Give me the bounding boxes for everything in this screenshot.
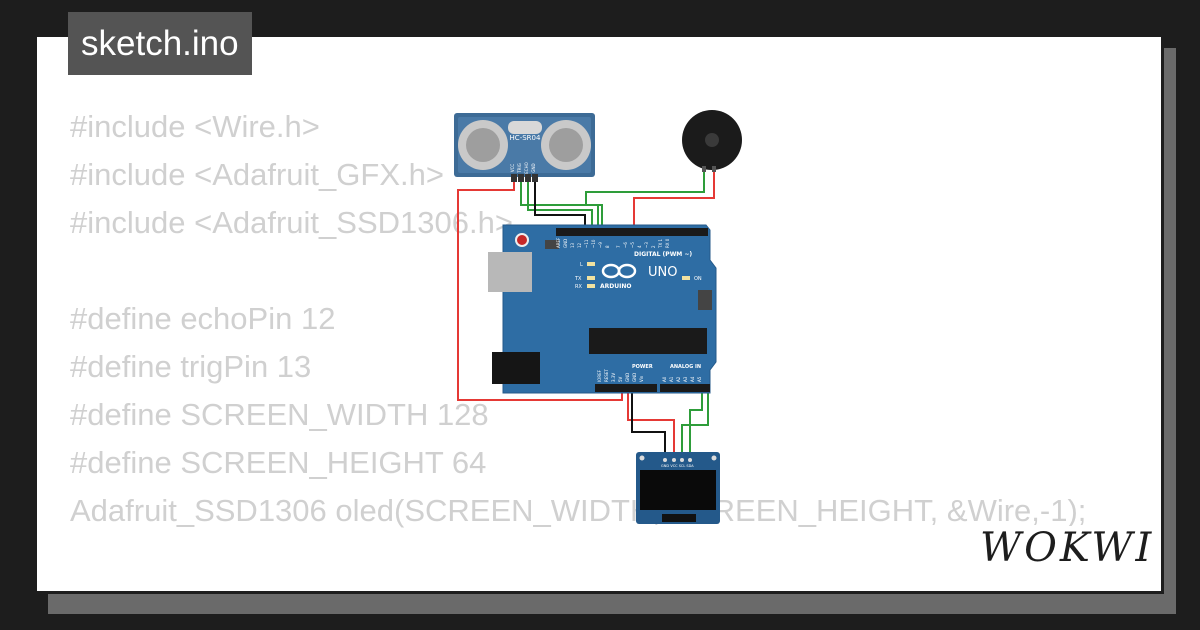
pin-label: 8: [605, 245, 610, 248]
wokwi-logo: WOKWI: [980, 525, 1155, 571]
arduino-logo-icon: [601, 263, 637, 279]
pin-label: ~9: [598, 242, 603, 248]
microcontroller-chip: [589, 328, 707, 354]
wokwi-logo-box: [976, 526, 1148, 574]
pin-label: ~5: [630, 242, 635, 248]
oled-pin-gnd: GND: [661, 464, 669, 468]
pin-label: GND: [563, 239, 568, 248]
wire-oled-gnd-black: [631, 390, 666, 458]
code-line: #include <Adafruit_GFX.h>: [70, 157, 444, 192]
pin-label: ~6: [623, 242, 628, 248]
wire-buzzer-red: [633, 168, 715, 232]
digital-pin-labels: AREF GND 13 12 ~11 ~10 ~9 8 7 ~6 ~5 4 ~3…: [556, 237, 670, 249]
pin-label: TX 1: [658, 239, 663, 249]
arduino-uno-board[interactable]: DIGITAL (PWM ~) UNO ARDUINO L TX RX ON P…: [488, 224, 717, 394]
sensor-pin-echo: ECHO: [524, 162, 529, 173]
usb-port: [488, 252, 532, 292]
pin-label: 7: [616, 245, 621, 248]
arduino-brand: ARDUINO: [600, 283, 631, 290]
pin-label: A4: [690, 376, 695, 382]
reset-button[interactable]: [515, 233, 529, 247]
code-line: int buzzer Pin = 2;: [70, 583, 1086, 591]
pin-label: A0: [662, 376, 667, 382]
power-header: [595, 384, 657, 392]
code-line: #include <Adafruit_SSD1306.h>: [70, 205, 513, 240]
sensor-pin-gnd: GND: [531, 163, 536, 172]
oled-display[interactable]: GND VCC SCL SDA: [636, 452, 720, 524]
oled-pin-sda: SDA: [686, 464, 694, 468]
wires: [457, 168, 715, 458]
code-line: #define echoPin 12: [70, 301, 336, 336]
pin-label: AREF: [556, 237, 561, 248]
pin-label: 3.3V: [611, 373, 616, 382]
pin-label: RESET: [604, 369, 609, 382]
led-l-label: L: [580, 262, 583, 268]
pin-label: GND: [625, 373, 630, 382]
pin-label: ~10: [591, 239, 596, 248]
pin-label: 2: [651, 245, 656, 248]
pin-label: 12: [577, 242, 582, 248]
dc-jack: [492, 352, 540, 384]
sensor-pin-vcc: VCC: [510, 164, 515, 173]
pin-label: GND: [632, 373, 637, 382]
pin-label: ~11: [584, 239, 589, 248]
pin-label: ~3: [644, 242, 649, 248]
pin-label: A5: [697, 376, 702, 382]
code-line: #define SCREEN_HEIGHT 64: [70, 445, 487, 480]
led-rx-label: RX: [575, 284, 582, 290]
oled-pin-vcc: VCC: [670, 464, 678, 468]
code-line: #define trigPin 13: [70, 349, 312, 384]
oled-pin-scl: SCL: [679, 464, 686, 468]
wire-gnd-black: [534, 180, 586, 232]
pin-label: RX 0: [665, 238, 670, 248]
wire-oled-sda-green: [681, 390, 709, 458]
code-line: #define SCREEN_WIDTH 128: [70, 397, 489, 432]
wire-echo-green: [527, 180, 593, 232]
pin-label: A3: [683, 376, 688, 382]
power-pin-labels: IOREF RESET 3.3V 5V GND GND Vin: [597, 369, 644, 382]
code-line: #include <Wire.h>: [70, 109, 320, 144]
code-editor: #include <Wire.h> #include <Adafruit_GFX.…: [70, 103, 1086, 591]
digital-header-label: DIGITAL (PWM ~): [634, 251, 692, 258]
analog-header: [660, 384, 710, 392]
file-name-tab[interactable]: sketch.ino: [68, 12, 252, 75]
pin-label: 4: [637, 245, 642, 248]
digital-header: [556, 228, 708, 236]
analog-header-label: ANALOG IN: [670, 364, 701, 370]
arduino-model: UNO: [648, 265, 677, 280]
led-tx-label: TX: [574, 276, 582, 282]
sensor-pin-trig: TRIG: [517, 163, 522, 174]
wire-oled-scl-green: [689, 390, 703, 458]
pin-label: A1: [669, 376, 674, 382]
wire-oled-vcc-red: [627, 390, 675, 458]
pin-label: 13: [570, 242, 575, 248]
wire-trig-green: [520, 180, 599, 232]
pin-label: Vin: [639, 375, 644, 382]
wire-vcc-red: [457, 180, 623, 401]
power-header-label: POWER: [632, 364, 653, 370]
pin-label: IOREF: [597, 369, 602, 382]
ultrasonic-sensor[interactable]: HC-SR04 VCC TRIG ECHO GND: [454, 113, 595, 182]
led-on-label: ON: [694, 276, 702, 282]
sensor-label: HC-SR04: [510, 134, 541, 142]
wire-buzzer-green: [585, 168, 705, 232]
pin-label: A2: [676, 376, 681, 382]
analog-pin-labels: A0 A1 A2 A3 A4 A5: [662, 376, 702, 382]
pin-label: 5V: [618, 376, 623, 382]
buzzer[interactable]: [682, 110, 742, 172]
